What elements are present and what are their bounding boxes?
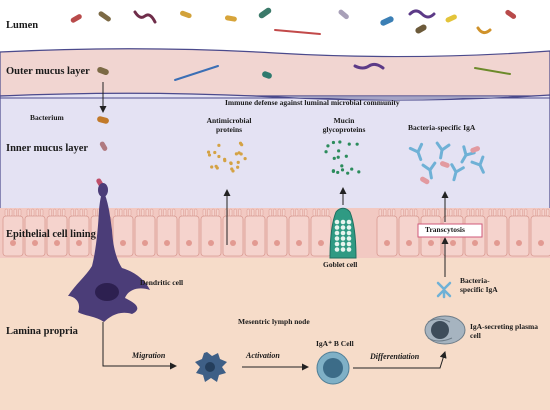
antimicrobial-dots — [206, 141, 247, 173]
bacterium-label: Bacterium — [30, 113, 64, 122]
iga-small-icon — [436, 281, 452, 299]
b-cell-icon — [316, 351, 350, 385]
lumen-label: Lumen — [6, 20, 39, 31]
transcytosis-label: Transcytosis — [425, 225, 465, 234]
iga-antibodies — [408, 141, 485, 185]
lumen-bacteria — [70, 7, 517, 35]
lumen-region — [0, 0, 550, 52]
bacteria-iga-small-label: Bacteria- specific IgA — [460, 276, 498, 294]
goblet-label: Goblet cell — [323, 260, 358, 269]
migration-label: Migration — [132, 351, 166, 360]
dendritic-cell-icon — [68, 183, 150, 322]
outer-mucus-label: Outer mucus layer — [6, 66, 90, 77]
epithelium-label: Epithelial cell lining — [6, 229, 96, 240]
lamina-propria-label: Lamina propria — [6, 326, 78, 337]
mucin-dots — [324, 140, 361, 175]
outer-mucus-region — [0, 48, 550, 97]
differentiation-label: Differentiation — [370, 352, 420, 361]
mucin-label: Mucin glycoproteins — [322, 116, 366, 134]
activation-label: Activation — [246, 351, 280, 360]
inner-mucus-label: Inner mucus layer — [6, 143, 89, 154]
activated-dendritic-cell-icon — [195, 352, 227, 382]
goblet-cell-icon — [329, 207, 357, 259]
transcytosis-box — [417, 223, 483, 238]
plasma-cell-icon — [424, 315, 466, 345]
bacteria-iga-label: Bacteria-specific IgA — [408, 123, 476, 132]
outer-mucus-bacteria — [97, 62, 511, 81]
banner-text: Immune defense against luminal microbial… — [225, 98, 400, 107]
bacterium-icon — [97, 116, 109, 124]
antimicrobial-label: Antimicrobial proteins — [206, 116, 252, 134]
plasma-label: IgA-secreting plasma cell — [470, 322, 538, 340]
lymph-node-label: Mesentric lymph node — [238, 317, 310, 326]
dendritic-label: Dendritic cell — [140, 278, 184, 287]
b-cell-label: IgA⁺ B Cell — [316, 339, 354, 348]
